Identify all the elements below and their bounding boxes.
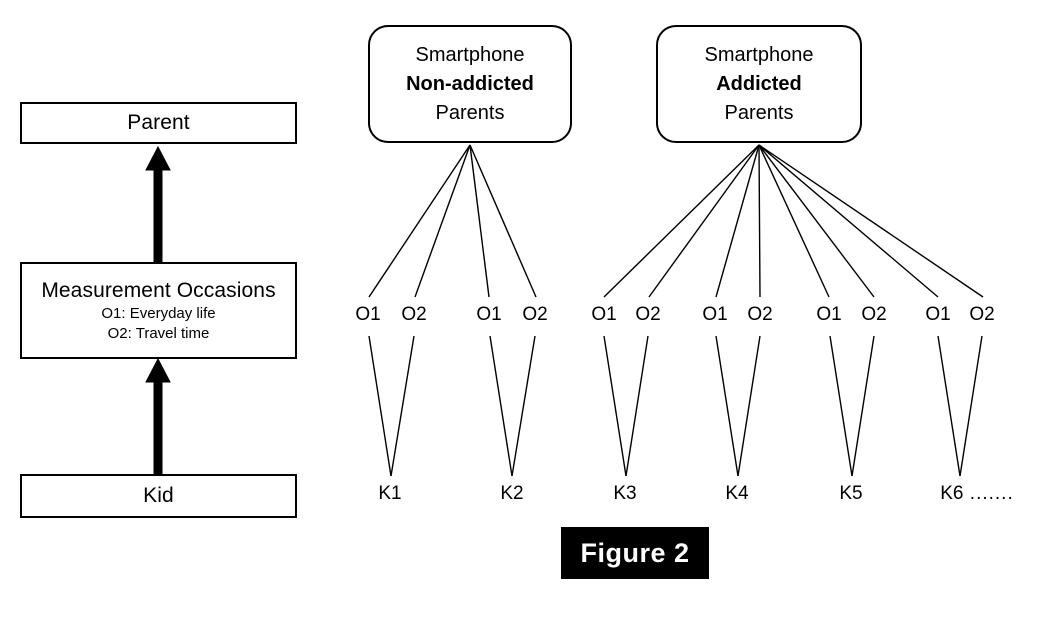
group-non-addicted-line3: Parents xyxy=(435,101,505,124)
measurement-occasion-o1: O1: Everyday life xyxy=(101,304,216,322)
measurement-occasion-o2: O2: Travel time xyxy=(107,324,210,342)
kid-node-k6-dots: ....... xyxy=(963,483,1014,504)
group-addicted-line1: Smartphone xyxy=(704,43,814,66)
occasion-node-3: O1 xyxy=(476,304,502,325)
kid-node-k5-label: K5 xyxy=(839,483,863,504)
kid-node-k3: K3 xyxy=(613,484,636,503)
occasion-node-9: O1 xyxy=(816,304,842,325)
fan-lines-addicted xyxy=(603,144,984,298)
group-addicted-line3: Parents xyxy=(724,101,794,124)
fan-lines-non-addicted xyxy=(368,144,537,298)
kid-node-k2: K2 xyxy=(500,484,523,503)
kid-node-k6: K6 ....... xyxy=(940,484,1013,503)
kid-box-label: Kid xyxy=(143,484,174,507)
group-non-addicted-line2: Non-addicted xyxy=(406,72,534,95)
parent-box: Parent xyxy=(20,102,297,144)
kid-node-k4-label: K4 xyxy=(725,483,749,504)
kid-node-k4: K4 xyxy=(725,484,748,503)
group-box-non-addicted: Smartphone Non-addicted Parents xyxy=(368,25,572,143)
occasion-node-6: O2 xyxy=(635,304,661,325)
kid-node-k1: K1 xyxy=(378,484,401,503)
kid-node-k5: K5 xyxy=(839,484,862,503)
occasion-node-11: O1 xyxy=(925,304,951,325)
v-connectors xyxy=(368,335,983,477)
group-box-addicted: Smartphone Addicted Parents xyxy=(656,25,862,143)
group-non-addicted-line1: Smartphone xyxy=(415,43,525,66)
figure-caption: Figure 2 xyxy=(561,527,709,579)
kid-node-k3-label: K3 xyxy=(613,483,637,504)
occasion-node-1: O1 xyxy=(355,304,381,325)
occasion-node-12: O2 xyxy=(969,304,995,325)
kid-box: Kid xyxy=(20,474,297,518)
occasion-node-8: O2 xyxy=(747,304,773,325)
occasion-node-10: O2 xyxy=(861,304,887,325)
measurement-occasions-box: Measurement Occasions O1: Everyday life … xyxy=(20,262,297,359)
kid-node-k1-label: K1 xyxy=(378,483,402,504)
kid-node-k6-label: K6 xyxy=(940,483,964,504)
occasion-node-4: O2 xyxy=(522,304,548,325)
occasion-node-2: O2 xyxy=(401,304,427,325)
occasion-node-5: O1 xyxy=(591,304,617,325)
measurement-occasions-title: Measurement Occasions xyxy=(41,278,276,302)
occasion-node-7: O1 xyxy=(702,304,728,325)
group-addicted-line2: Addicted xyxy=(716,72,802,95)
parent-box-label: Parent xyxy=(127,111,190,134)
kid-node-k2-label: K2 xyxy=(500,483,524,504)
